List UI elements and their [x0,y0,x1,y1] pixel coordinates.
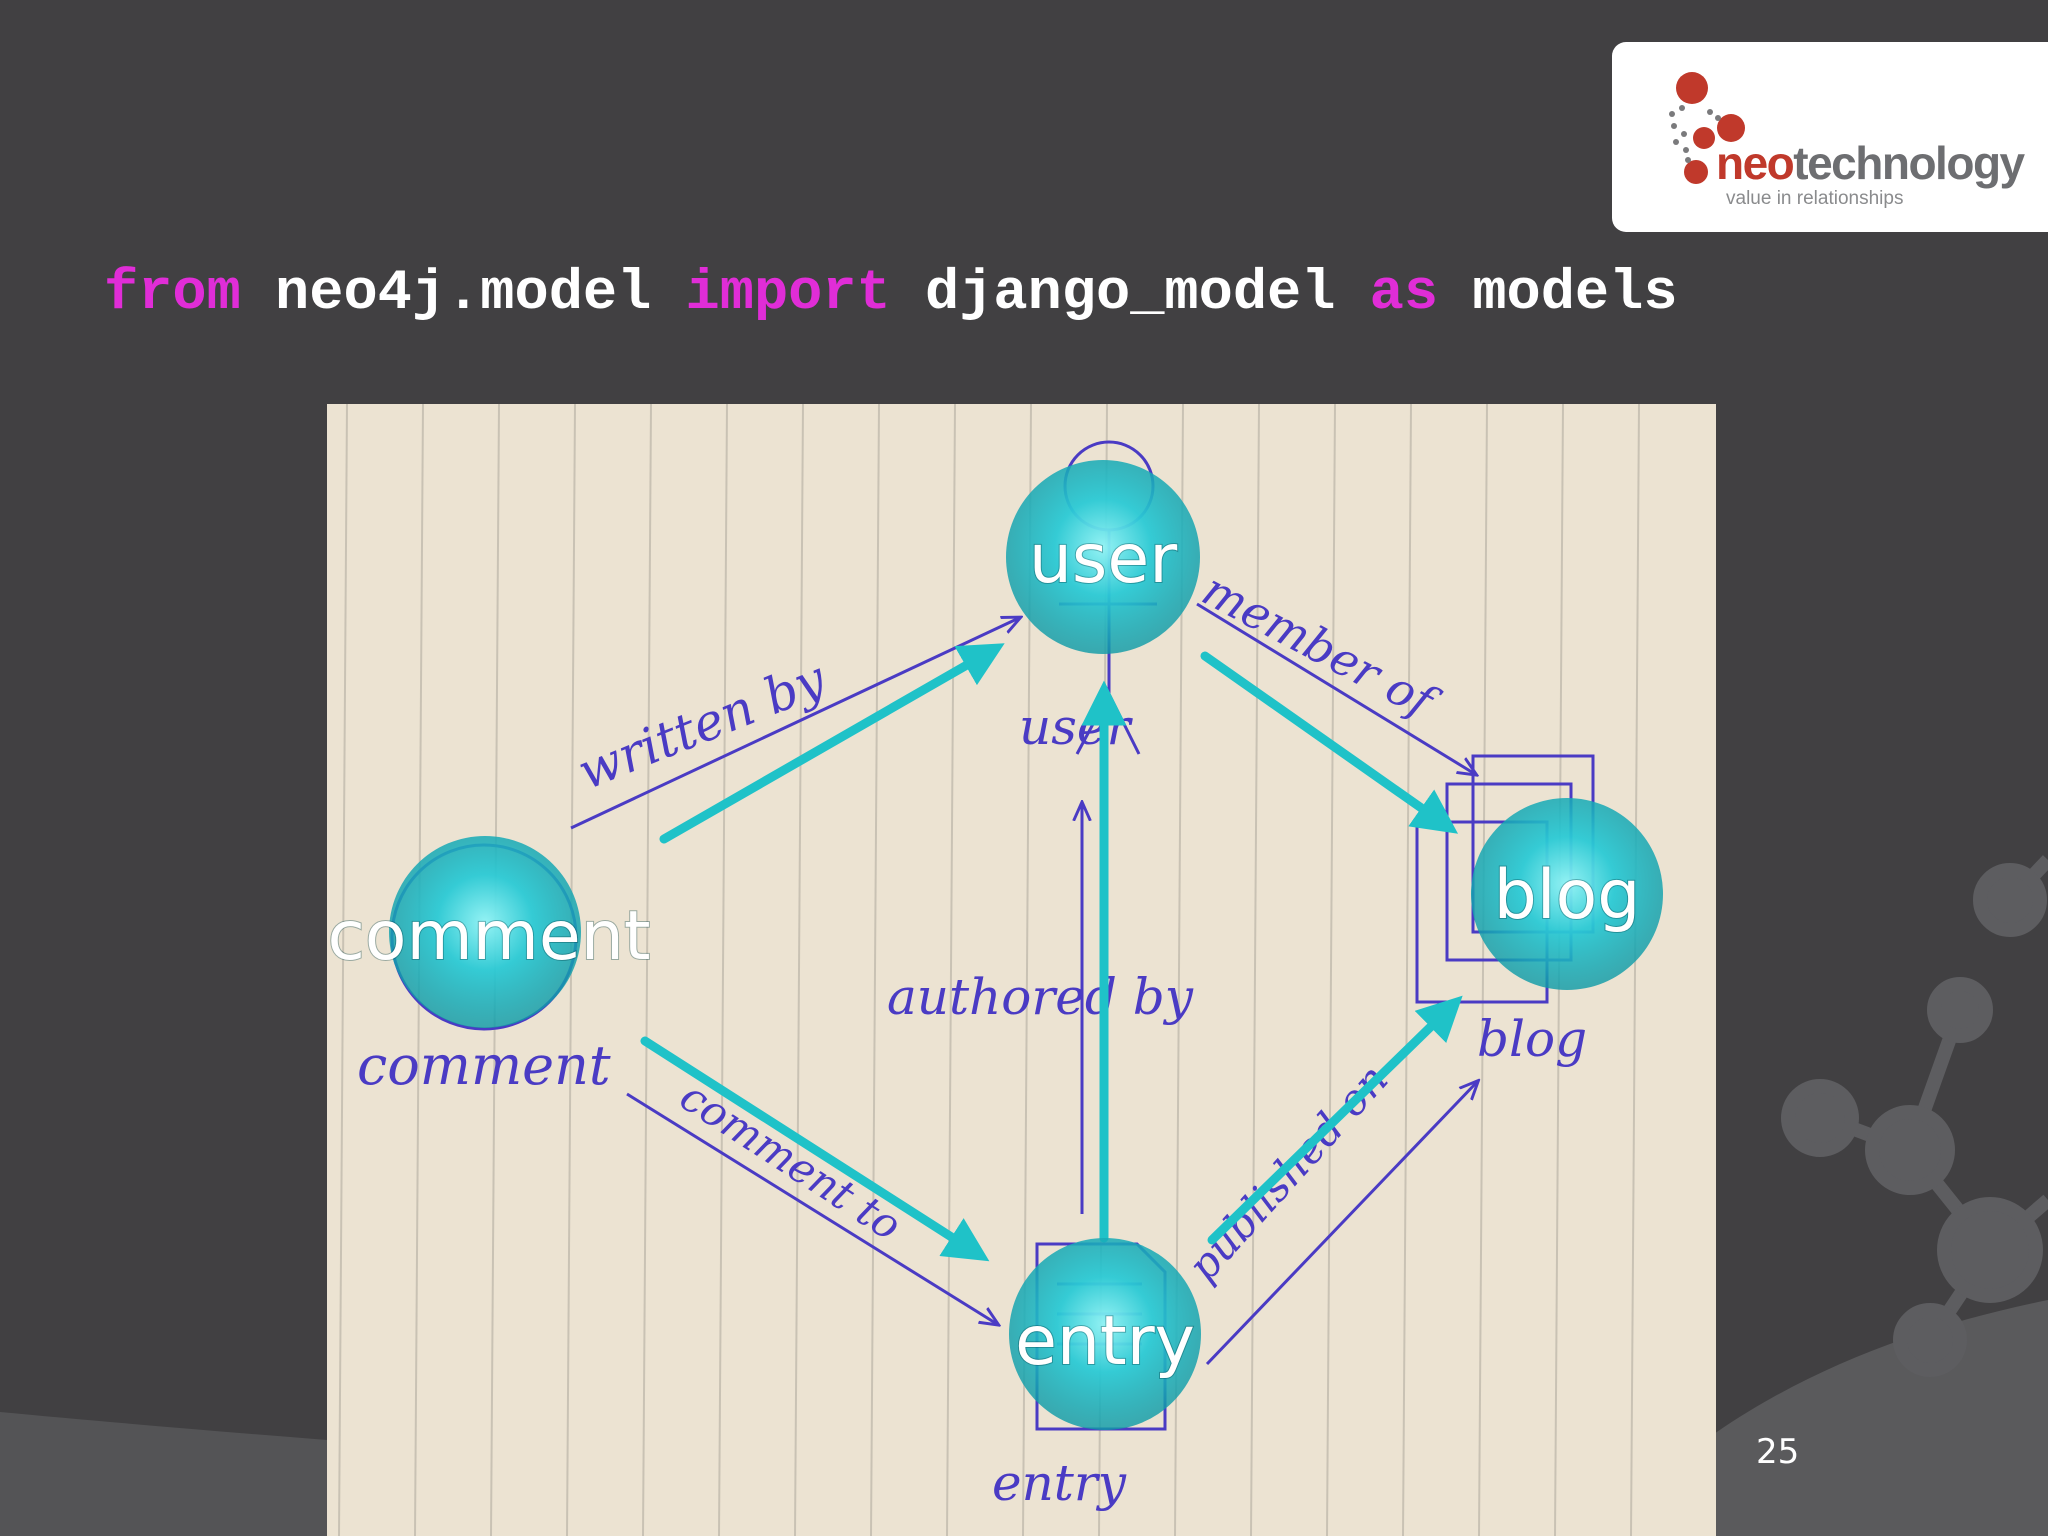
sketch-label-written-by: written by [570,649,834,801]
code-keyword-from: from [104,262,241,326]
code-keyword-as: as [1369,262,1439,326]
logo-tagline: value in relationships [1726,188,1904,209]
node-user: user [1006,460,1200,654]
graph-sketch-photo: written by member of authored by comment… [327,404,1716,1536]
sketch-label-blog: blog [1477,1010,1587,1068]
sketch-label-user: user [1019,698,1133,756]
edge-entry-to-blog [1207,995,1463,1245]
sketch-label-authored-by: authored by [887,968,1194,1026]
node-label-comment: comment [327,897,650,976]
node-label-entry: entry [1015,1302,1195,1381]
slide-page-number: 25 [1756,1432,1800,1472]
edge-comment-to-user [659,643,1005,844]
code-name: django_model [924,262,1336,326]
code-module: neo4j.model [275,262,652,326]
node-blog: blog [1471,798,1663,990]
code-import-statement: from neo4j.model import django_model as … [104,266,1678,323]
logo-wordmark: neotechnology [1716,137,2025,189]
edge-comment-to-entry [640,1036,990,1262]
graph-diagram: written by member of authored by comment… [327,404,1663,1536]
sketch-label-comment: comment [357,1034,611,1097]
graph-edges [640,643,1463,1262]
logo-word-technology: technology [1793,137,2025,189]
edge-user-to-blog [1200,651,1459,834]
code-keyword-import: import [685,262,891,326]
node-label-blog: blog [1494,856,1641,935]
sketch-label-entry: entry [992,1454,1127,1512]
neotechnology-logo: neotechnology value in relationships [1612,42,2048,232]
node-label-user: user [1029,520,1177,599]
node-comment: comment [327,836,652,1028]
node-entry: entry [1009,1238,1201,1430]
logo-dots-icon [1669,72,1745,184]
code-alias: models [1472,262,1678,326]
logo-word-neo: neo [1716,137,1795,189]
